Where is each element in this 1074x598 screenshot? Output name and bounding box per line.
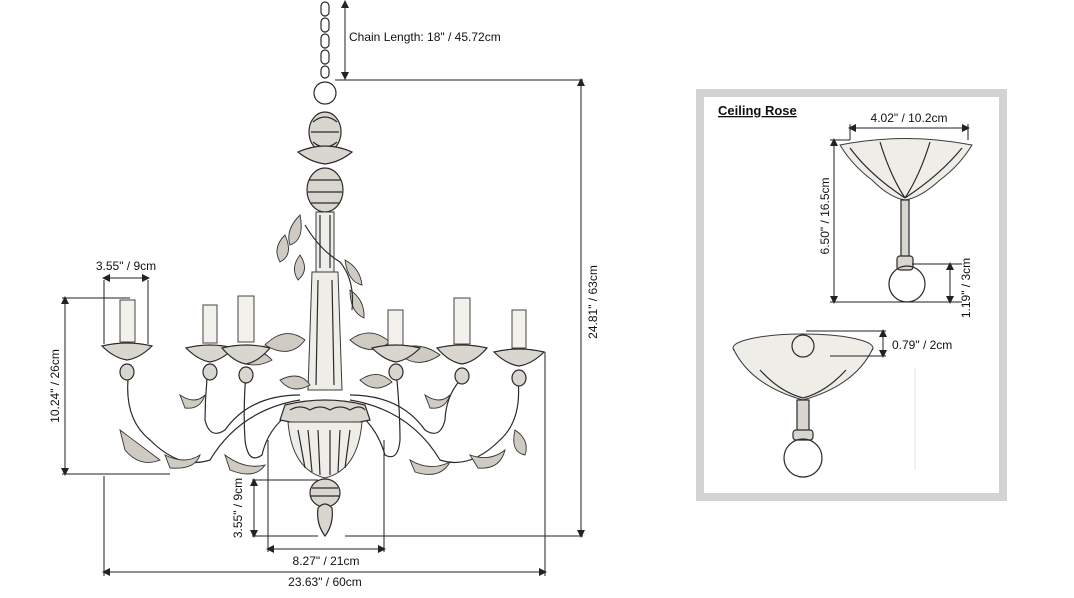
candle-6	[492, 309, 546, 387]
total-height-label: 24.81" / 63cm	[586, 265, 600, 339]
candle-1	[100, 299, 154, 381]
candle-cups	[100, 295, 546, 387]
chandelier-illustration	[100, 1, 546, 538]
main-dimensions: Chain Length: 18" / 45.72cm 24.81" / 63c…	[48, 0, 600, 589]
ceiling-rose-side-view	[839, 138, 973, 303]
candle-5	[435, 297, 489, 385]
candle-2	[184, 304, 236, 381]
candle-3	[220, 295, 272, 384]
ceiling-rose-panel: Ceiling Rose 4.02" / 10.2cm 6.50" / 16.5…	[696, 89, 1007, 501]
rose-ring-height-label: 1.19" / 3cm	[959, 258, 973, 318]
bottom-height-label: 3.55" / 9cm	[231, 478, 245, 538]
candle-4	[370, 309, 422, 381]
ceiling-rose-title: Ceiling Rose	[718, 103, 797, 118]
total-width-label: 23.63" / 60cm	[288, 575, 362, 589]
vine-leaves	[276, 214, 365, 319]
chain	[313, 1, 337, 105]
chain-length-label: Chain Length: 18" / 45.72cm	[349, 30, 501, 44]
body-width-label: 8.27" / 21cm	[293, 554, 360, 568]
rose-height-label: 6.50" / 16.5cm	[818, 178, 832, 255]
chandelier-arms	[119, 332, 527, 475]
rose-top-width-label: 4.02" / 10.2cm	[871, 111, 948, 125]
cup-width-label: 3.55" / 9cm	[96, 259, 156, 273]
chandelier-body	[279, 399, 371, 538]
central-stem	[296, 111, 354, 391]
ceiling-rose-perspective-view	[732, 333, 874, 478]
arm-height-label: 10.24" / 26cm	[48, 349, 62, 423]
rose-cup-depth-label: 0.79" / 2cm	[892, 338, 952, 352]
